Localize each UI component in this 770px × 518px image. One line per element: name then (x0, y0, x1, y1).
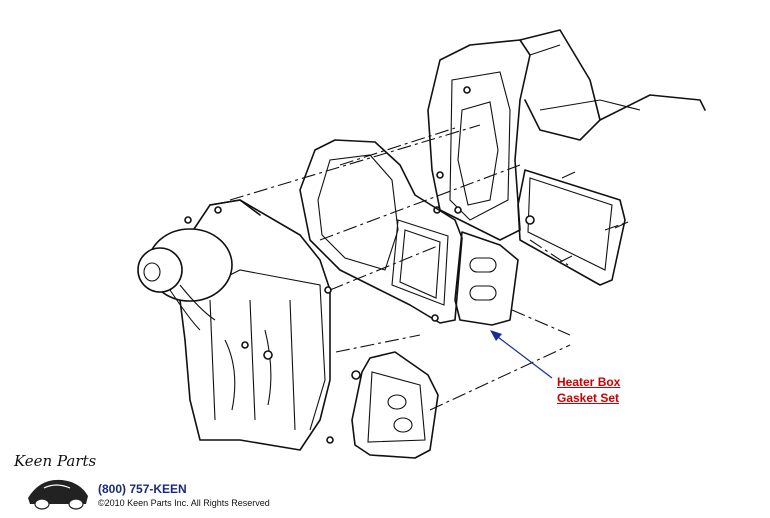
heater-box-gasket-set (454, 231, 519, 326)
lower-outlet-cover (351, 351, 439, 459)
heater-box-gasket-set-link[interactable]: Heater Box Gasket Set (557, 374, 620, 406)
callout-arrow (490, 330, 553, 379)
main-gasket (299, 139, 463, 324)
callout-line-1: Heater Box (557, 375, 621, 389)
blower-motor (137, 199, 261, 331)
copyright-notice: ©2010 Keen Parts Inc. All Rights Reserve… (98, 498, 270, 508)
keen-parts-logo: Keen Parts (14, 452, 97, 470)
keen-parts-logo-car (28, 479, 88, 510)
alignment-lines (229, 124, 629, 411)
phone-number: (800) 757-KEEN (98, 482, 187, 496)
firewall-structure (427, 29, 706, 241)
heater-box-housing (179, 199, 334, 451)
callout-line-2: Gasket Set (557, 391, 620, 405)
